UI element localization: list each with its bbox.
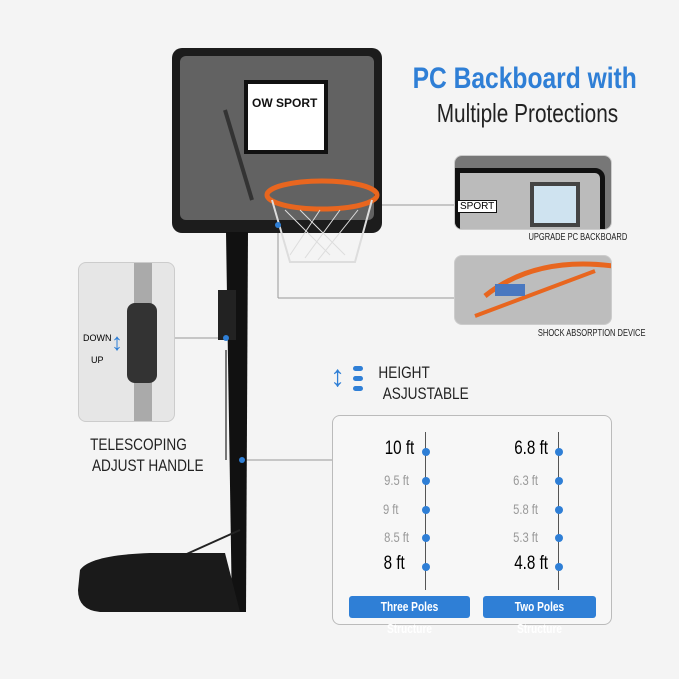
height-value: 9.5 ft xyxy=(384,472,410,488)
height-dot xyxy=(422,448,430,456)
pole-segments-icon xyxy=(353,366,363,391)
inset-backboard: SPORT xyxy=(454,155,612,230)
height-dot xyxy=(422,506,430,514)
inset-caption-shock: SHOCK ABSORPTION DEVICE xyxy=(537,328,646,339)
down-label: DOWN xyxy=(83,333,112,343)
height-line1: HEIGHT xyxy=(378,363,430,382)
headline-line2: Multiple Protections xyxy=(436,98,619,128)
height-value: 6.8 ft xyxy=(514,438,549,459)
height-arrow-icon: ↕ xyxy=(330,360,345,393)
handle-caption-line2: ADJUST HANDLE xyxy=(91,456,204,475)
height-value: 4.8 ft xyxy=(514,553,549,574)
two-poles-column: 6.8 ft 6.3 ft 5.8 ft 5.3 ft 4.8 ft Two P… xyxy=(468,416,608,636)
height-value: 5.8 ft xyxy=(513,501,539,517)
height-value: 8 ft xyxy=(383,553,405,574)
height-dot xyxy=(555,506,563,514)
height-dot xyxy=(422,477,430,485)
height-dot xyxy=(422,534,430,542)
height-value: 10 ft xyxy=(384,438,415,459)
height-dot xyxy=(555,477,563,485)
inset-handle: DOWN UP ↕ xyxy=(78,262,175,422)
three-poles-column: 10 ft 9.5 ft 9 ft 8.5 ft 8 ft Three Pole… xyxy=(333,416,473,636)
height-value: 6.3 ft xyxy=(513,472,539,488)
two-poles-label: Two Poles Structure xyxy=(483,596,596,636)
inset-logo: SPORT xyxy=(457,200,498,213)
three-poles-label: Three Poles Structure xyxy=(349,596,470,636)
height-dot xyxy=(555,448,563,456)
height-dot xyxy=(422,563,430,571)
height-value: 5.3 ft xyxy=(513,529,539,545)
height-dot xyxy=(555,563,563,571)
handle-caption-line1: TELESCOPING xyxy=(90,435,187,454)
height-options-panel: 10 ft 9.5 ft 9 ft 8.5 ft 8 ft Three Pole… xyxy=(332,415,612,636)
height-value: 8.5 ft xyxy=(384,529,410,545)
inset-caption-backboard: UPGRADE PC BACKBOARD xyxy=(528,232,628,243)
inset-shock-absorption xyxy=(454,255,612,325)
height-value: 9 ft xyxy=(382,501,399,517)
brand-logo: OW SPORT xyxy=(252,96,318,110)
up-down-arrow-icon: ↕ xyxy=(111,329,123,356)
headline-line1: PC Backboard with xyxy=(412,62,637,95)
up-label: UP xyxy=(91,355,104,365)
height-line2: ASJUSTABLE xyxy=(382,384,469,403)
height-dot xyxy=(555,534,563,542)
